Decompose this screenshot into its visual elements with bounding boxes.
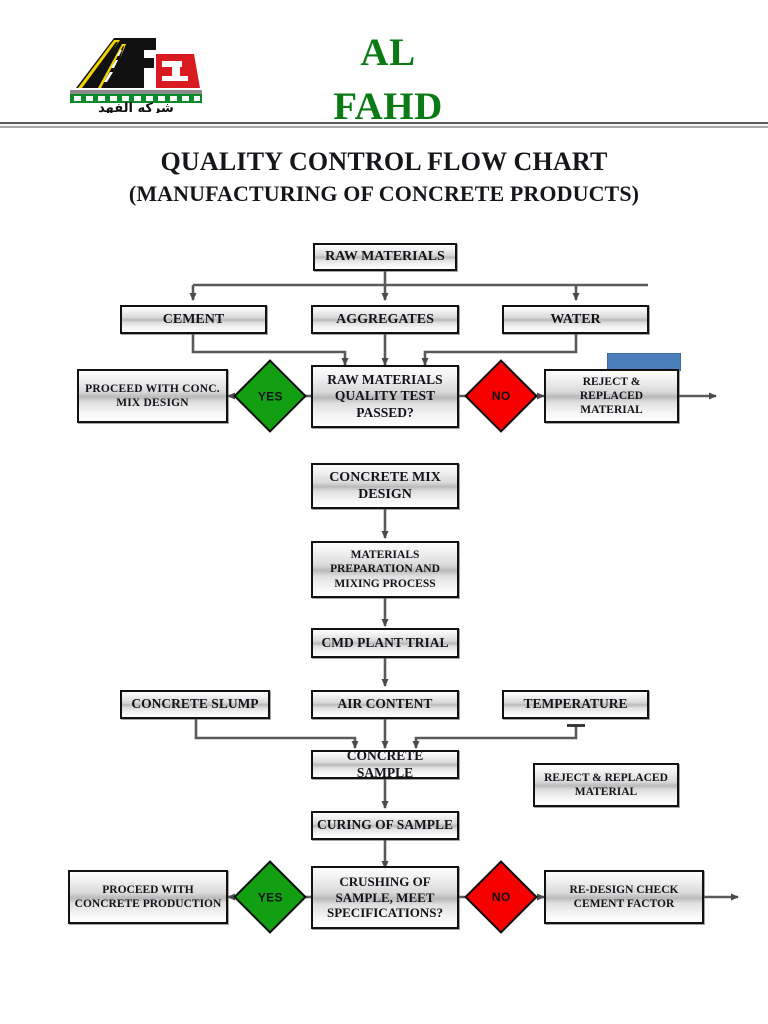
brand-line-2: FAHD [333, 85, 443, 128]
node-reject-replaced-material-top-label: REJECT & REPLACED MATERIAL [579, 375, 644, 416]
node-reject-replaced-material-floating[interactable]: REJECT & REPLACED MATERIAL [533, 763, 679, 807]
node-cement[interactable]: CEMENT [120, 305, 267, 334]
node-crushing-of-sample-label: CRUSHING OF SAMPLE, MEET SPECIFICATIONS? [326, 873, 444, 921]
node-proceed-with-concrete-production[interactable]: PROCEED WITH CONCRETE PRODUCTION [68, 870, 228, 924]
decision-yes-crushing-label: YES [257, 889, 283, 904]
node-raw-materials-quality-test-label: RAW MATERIALS QUALITY TEST PASSED? [327, 371, 443, 420]
node-raw-materials-quality-test[interactable]: RAW MATERIALS QUALITY TEST PASSED? [311, 365, 459, 428]
node-proceed-mix-design[interactable]: PROCEED WITH CONC. MIX DESIGN [77, 369, 228, 423]
node-crushing-of-sample[interactable]: CRUSHING OF SAMPLE, MEET SPECIFICATIONS? [311, 866, 459, 929]
page-title: QUALITY CONTROL FLOW CHART (MANUFACTURIN… [0, 146, 768, 208]
node-proceed-mix-design-label: PROCEED WITH CONC. MIX DESIGN [85, 382, 220, 409]
node-cement-label: CEMENT [162, 311, 225, 327]
brand-wordmark: AL FAHD [268, 26, 508, 134]
al-fahd-road-logo: شركه الفهد [68, 28, 208, 113]
header-divider [0, 122, 768, 128]
decision-yes-label: YES [257, 388, 283, 403]
node-concrete-mix-design[interactable]: CONCRETE MIX DESIGN [311, 463, 459, 509]
node-water-label: WATER [550, 311, 601, 327]
node-concrete-sample-label: CONCRETE SAMPLE [346, 748, 424, 780]
node-curing-of-sample[interactable]: CURING OF SAMPLE [311, 811, 459, 840]
decision-no-crushing-label: NO [491, 889, 511, 904]
title-main: QUALITY CONTROL FLOW CHART [160, 147, 608, 176]
page-header: شركه الفهد AL FAHD [0, 0, 768, 134]
decision-yes-crushing[interactable]: YES [233, 860, 307, 934]
node-concrete-sample[interactable]: CONCRETE SAMPLE [311, 748, 459, 780]
node-cmd-plant-trial[interactable]: CMD PLANT TRIAL [311, 628, 459, 658]
decision-yes-raw-materials[interactable]: YES [233, 359, 307, 433]
decision-no-raw-materials[interactable]: NO [464, 359, 538, 433]
decision-no-label: NO [491, 388, 511, 403]
node-materials-preparation[interactable]: MATERIALS PREPARATION AND MIXING PROCESS [311, 541, 459, 598]
node-air-content-label: AIR CONTENT [337, 696, 433, 712]
node-redesign-check-cement-factor[interactable]: RE-DESIGN CHECK CEMENT FACTOR [544, 870, 704, 924]
node-raw-materials-label: RAW MATERIALS [325, 249, 445, 265]
node-reject-replaced-material-top[interactable]: REJECT & REPLACED MATERIAL [544, 369, 679, 423]
logo-arabic-text: شركه الفهد [98, 101, 174, 113]
node-raw-materials[interactable]: RAW MATERIALS [313, 243, 457, 271]
node-reject-replaced-material-floating-label: REJECT & REPLACED MATERIAL [544, 771, 668, 798]
node-concrete-slump-label: CONCRETE SLUMP [131, 696, 259, 712]
brand-line-1: AL [360, 31, 416, 74]
node-materials-preparation-label: MATERIALS PREPARATION AND MIXING PROCESS [330, 549, 440, 590]
node-cmd-plant-trial-label: CMD PLANT TRIAL [321, 634, 449, 650]
node-aggregates-label: AGGREGATES [336, 311, 434, 327]
node-air-content[interactable]: AIR CONTENT [311, 690, 459, 719]
node-proceed-with-concrete-production-label: PROCEED WITH CONCRETE PRODUCTION [74, 883, 222, 910]
node-aggregates[interactable]: AGGREGATES [311, 305, 459, 334]
node-redesign-check-cement-factor-label: RE-DESIGN CHECK CEMENT FACTOR [569, 883, 679, 910]
node-temperature-label: TEMPERATURE [523, 696, 628, 712]
node-water[interactable]: WATER [502, 305, 649, 334]
node-concrete-mix-design-label: CONCRETE MIX DESIGN [329, 469, 441, 502]
node-curing-of-sample-label: CURING OF SAMPLE [317, 817, 454, 833]
temperature-stub-mark [567, 724, 585, 727]
title-sub: (MANUFACTURING OF CONCRETE PRODUCTS) [128, 181, 640, 206]
node-temperature[interactable]: TEMPERATURE [502, 690, 649, 719]
decision-no-crushing[interactable]: NO [464, 860, 538, 934]
node-concrete-slump[interactable]: CONCRETE SLUMP [120, 690, 270, 719]
